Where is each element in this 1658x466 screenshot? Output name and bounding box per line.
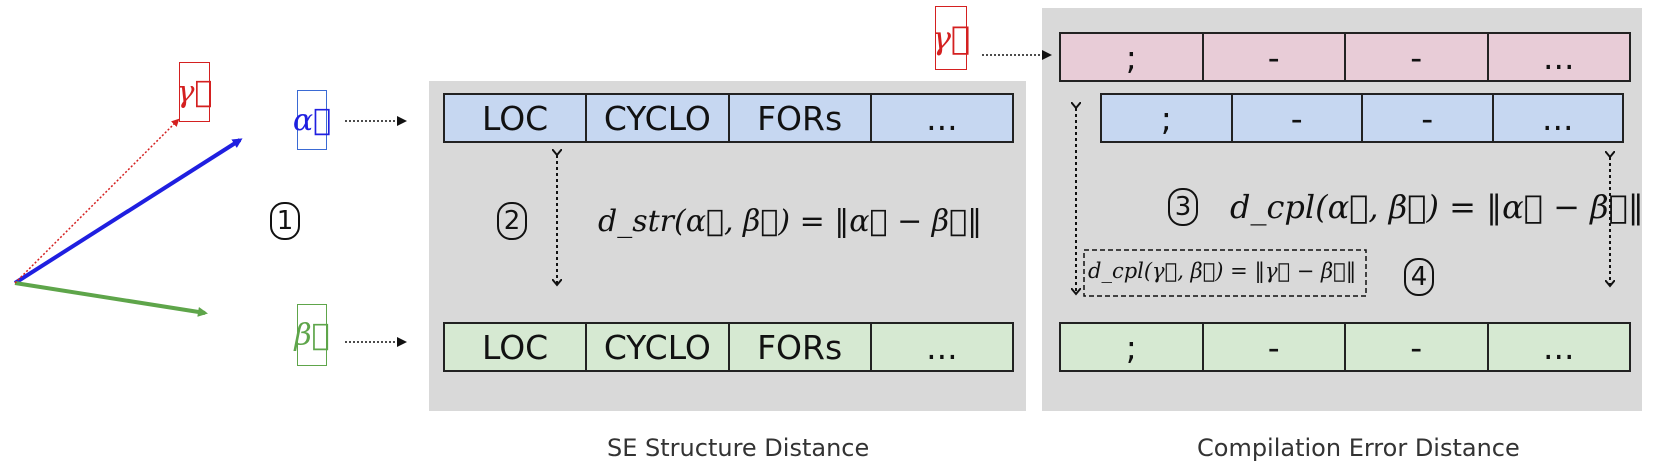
gamma-vector-arrow (14, 118, 180, 284)
step-2-badge: 2 (497, 202, 527, 240)
structure-cell: CYCLO (587, 324, 730, 370)
step-4-badge: 4 (1404, 258, 1434, 296)
structure-cell: LOC (445, 324, 588, 370)
gamma-beta-compilation-formula: d_cpl(γ⃗, β⃗) = ‖γ⃗ − β⃗‖ (1088, 259, 1357, 283)
step-3-badge: 3 (1168, 188, 1198, 226)
gamma-label-left: γ⃗ (177, 62, 212, 122)
compilation-cell: ; (1061, 324, 1204, 370)
compilation-cell: ; (1061, 34, 1204, 80)
structure-row-beta: LOC CYCLO FORs ... (443, 322, 1014, 372)
structure-cell: ... (926, 327, 958, 367)
structure-distance-caption: SE Structure Distance (607, 434, 870, 462)
compilation-cell: ... (1542, 98, 1574, 138)
compilation-cell: ; (1102, 95, 1233, 141)
structure-cell: CYCLO (587, 95, 730, 141)
compilation-cell: - (1346, 34, 1489, 80)
compilation-distance-formula: d_cpl(α⃗, β⃗) = ‖α⃗ − β⃗‖ (1230, 188, 1644, 226)
alpha-vector-arrow (13, 138, 243, 285)
structure-cell: ... (926, 98, 958, 138)
step-1-badge: 1 (270, 202, 300, 240)
beta-vector-arrow (14, 281, 208, 317)
compilation-cell: - (1346, 324, 1489, 370)
compilation-cell: - (1363, 95, 1494, 141)
compilation-distance-caption: Compilation Error Distance (1197, 434, 1520, 462)
compilation-cell: - (1204, 324, 1346, 370)
compilation-row-gamma: ; - - ... (1059, 32, 1631, 82)
structure-cell: FORs (730, 95, 872, 141)
compilation-cell: - (1204, 34, 1346, 80)
compilation-row-alpha: ; - - ... (1100, 93, 1624, 143)
compilation-row-beta: ; - - ... (1059, 322, 1631, 372)
gamma-label-right: γ⃗ (932, 6, 970, 70)
compilation-cell: ... (1543, 327, 1575, 367)
structure-cell: LOC (445, 95, 588, 141)
structure-cell: FORs (730, 324, 872, 370)
compilation-cell: ... (1543, 37, 1575, 77)
structure-row-alpha: LOC CYCLO FORs ... (443, 93, 1014, 143)
compilation-cell: - (1233, 95, 1363, 141)
beta-label: β⃗ (294, 304, 330, 366)
structure-distance-formula: d_str(α⃗, β⃗) = ‖α⃗ − β⃗‖ (598, 204, 983, 239)
alpha-label: α⃗ (293, 90, 331, 150)
